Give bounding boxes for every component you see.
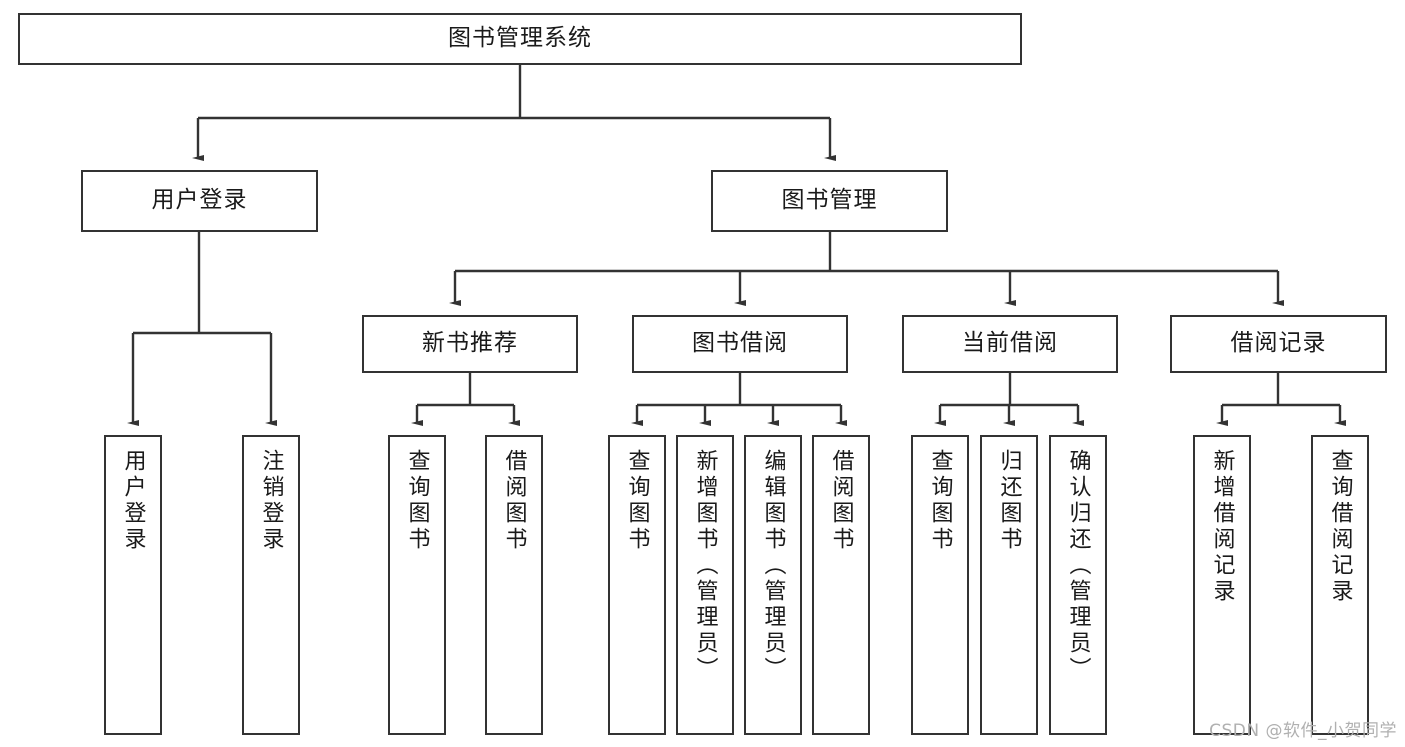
node-leaf-user-logout-label: 注销登录 (258, 449, 284, 553)
node-leaf-borrow-book-1-label: 借阅图书 (501, 449, 527, 553)
node-leaf-borrow-book-1[interactable]: 借阅图书 (485, 435, 543, 735)
node-root-label: 图书管理系统 (448, 25, 592, 52)
node-leaf-borrow-book-2-label: 借阅图书 (828, 449, 854, 553)
node-leaf-borrow-book-2[interactable]: 借阅图书 (812, 435, 870, 735)
node-leaf-query-book-2[interactable]: 查询图书 (608, 435, 666, 735)
node-leaf-query-record-label: 查询借阅记录 (1327, 449, 1353, 605)
node-leaf-query-book-1-label: 查询图书 (404, 449, 430, 553)
node-book-borrow[interactable]: 图书借阅 (632, 315, 848, 373)
node-book-borrow-label: 图书借阅 (692, 330, 788, 357)
node-current-borrow-label: 当前借阅 (962, 330, 1058, 357)
node-leaf-query-book-3-label: 查询图书 (927, 449, 953, 553)
node-new-book-recommend-label: 新书推荐 (422, 330, 518, 357)
node-leaf-user-login-label: 用户登录 (120, 449, 146, 553)
node-user-login-label: 用户登录 (151, 187, 248, 214)
node-leaf-return-book-label: 归还图书 (996, 449, 1022, 553)
node-root[interactable]: 图书管理系统 (18, 13, 1022, 65)
node-leaf-user-logout[interactable]: 注销登录 (242, 435, 300, 735)
node-leaf-edit-book-label: 编辑图书（管理员） (760, 449, 786, 683)
node-leaf-user-login[interactable]: 用户登录 (104, 435, 162, 735)
node-leaf-add-record[interactable]: 新增借阅记录 (1193, 435, 1251, 735)
node-leaf-confirm-return-label: 确认归还（管理员） (1065, 449, 1091, 683)
node-leaf-add-record-label: 新增借阅记录 (1209, 449, 1235, 605)
node-leaf-confirm-return[interactable]: 确认归还（管理员） (1049, 435, 1107, 735)
node-leaf-edit-book[interactable]: 编辑图书（管理员） (744, 435, 802, 735)
node-new-book-recommend[interactable]: 新书推荐 (362, 315, 578, 373)
node-book-manage[interactable]: 图书管理 (711, 170, 948, 232)
node-leaf-query-record[interactable]: 查询借阅记录 (1311, 435, 1369, 735)
node-leaf-query-book-3[interactable]: 查询图书 (911, 435, 969, 735)
node-leaf-query-book-2-label: 查询图书 (624, 449, 650, 553)
node-user-login[interactable]: 用户登录 (81, 170, 318, 232)
node-leaf-query-book-1[interactable]: 查询图书 (388, 435, 446, 735)
watermark: CSDN @软件_小贺同学 (1209, 721, 1397, 741)
node-borrow-record[interactable]: 借阅记录 (1170, 315, 1387, 373)
node-leaf-add-book[interactable]: 新增图书（管理员） (676, 435, 734, 735)
node-book-manage-label: 图书管理 (781, 187, 878, 214)
node-leaf-add-book-label: 新增图书（管理员） (692, 449, 718, 683)
node-borrow-record-label: 借阅记录 (1230, 330, 1327, 357)
node-current-borrow[interactable]: 当前借阅 (902, 315, 1118, 373)
node-leaf-return-book[interactable]: 归还图书 (980, 435, 1038, 735)
